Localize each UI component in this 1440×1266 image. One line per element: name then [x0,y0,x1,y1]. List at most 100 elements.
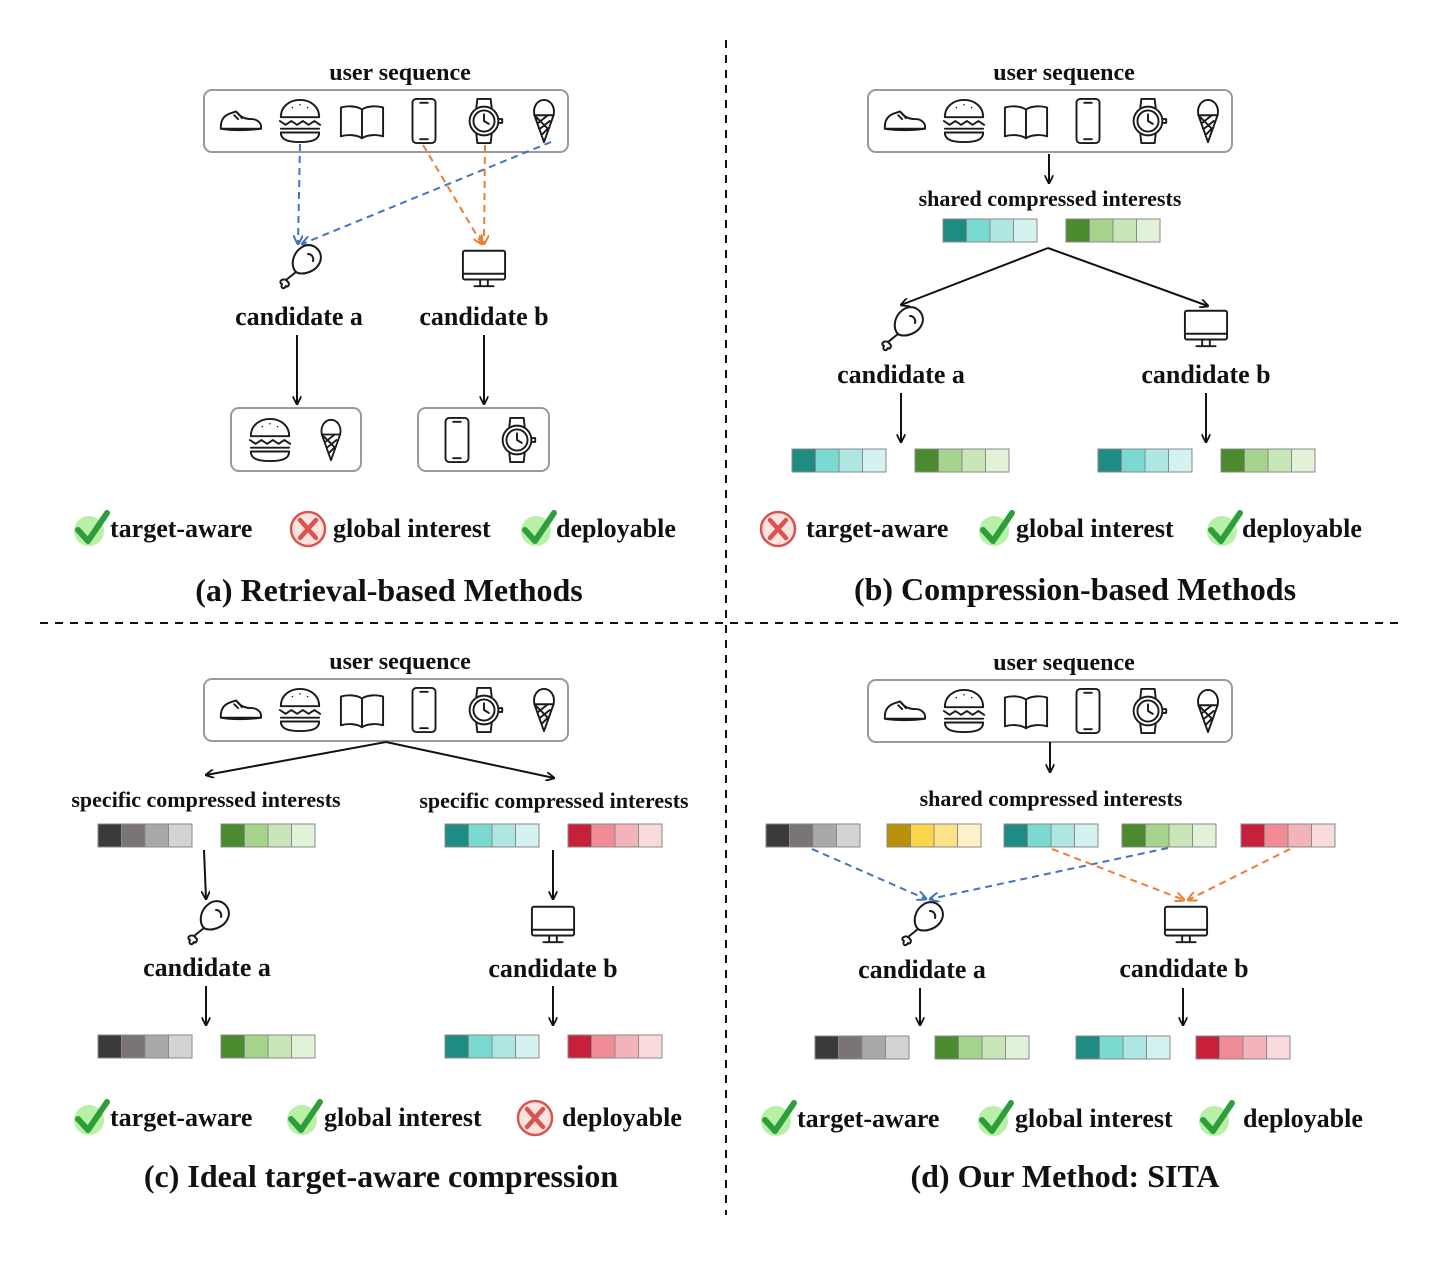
interest-vector-green [220,1034,316,1059]
interest-cell [638,823,663,848]
check-icon [1199,1100,1235,1136]
interest-cell [515,1034,540,1059]
interest-cell [838,1035,863,1060]
interest-cell [966,218,991,243]
interest-cell [934,1035,959,1060]
interest-vector-teal [444,823,540,848]
interest-vector-gray [97,823,193,848]
interest-cell [1122,1035,1147,1060]
candidate-a-label: candidate a [837,360,965,389]
interest-cell [614,1034,639,1059]
drumstick-icon [901,901,944,947]
interest-cell [567,823,592,848]
interest-cell [1287,823,1312,848]
interest-cell [1065,218,1090,243]
interest-cell [1136,218,1161,243]
check-icon [521,510,557,546]
interest-cell [1075,1035,1100,1060]
interest-cell [1145,823,1170,848]
interest-cell [291,1034,316,1059]
retrieved-items-b [417,407,550,472]
interest-vector-green [1220,448,1316,473]
blue-dashed-arrow [302,141,552,244]
candidate-a-label: candidate a [143,953,271,982]
orange-dashed-arrow [422,144,482,244]
interest-vector-gray [765,823,861,848]
interest-vector-red [567,1034,663,1059]
monitor-icon [1163,905,1209,944]
flow-arrow [901,247,1049,305]
interest-cell [791,448,816,473]
interest-cell [1195,1035,1220,1060]
interest-cell [836,823,861,848]
property-global-interest: global interest [333,514,491,543]
interest-cell [862,448,887,473]
interest-cell [638,1034,663,1059]
interest-vector-green [220,823,316,848]
shared-interests-label: shared compressed interests [919,186,1182,211]
interest-cell [812,823,837,848]
interest-cell [933,823,958,848]
interest-cell [789,823,814,848]
orange-dashed-arrow [1188,848,1291,900]
interest-cell [291,823,316,848]
interest-cell [491,823,516,848]
panel-b-title: (b) Compression-based Methods [854,571,1296,607]
interest-cell [1146,1035,1171,1060]
interest-cell [886,823,911,848]
interest-cell [1266,1035,1291,1060]
interest-cell [491,1034,516,1059]
interest-cell [765,823,790,848]
property-deployable: deployable [556,514,676,543]
property-target-aware: target-aware [806,514,948,543]
property-deployable: deployable [562,1103,682,1132]
candidate-b-label: candidate b [1141,360,1270,389]
check-icon [979,510,1015,546]
property-global-interest: global interest [1015,1104,1173,1133]
interest-cell [144,1034,169,1059]
interest-cell [1050,823,1075,848]
panel-a-title: (a) Retrieval-based Methods [195,572,582,608]
interest-vector-green [914,448,1010,473]
interest-cell [591,823,616,848]
property-global-interest: global interest [324,1103,482,1132]
drumstick-icon [279,244,322,290]
interest-vector-teal [444,1034,540,1059]
interest-vector-yellow [886,823,982,848]
interest-cell [1089,218,1114,243]
interest-cell [97,1034,122,1059]
interest-vector-teal [1003,823,1099,848]
interest-cell [815,448,840,473]
interest-cell [515,823,540,848]
user-sequence-box [203,89,569,153]
interest-cell [567,1034,592,1059]
interest-vector-red [1195,1035,1291,1060]
interest-vector-teal [942,218,1038,243]
interest-vector-red [567,823,663,848]
interest-cell [267,1034,292,1059]
drumstick-icon [187,900,230,946]
check-icon [1207,510,1243,546]
interest-cell [468,1034,493,1059]
property-global-interest: global interest [1016,514,1174,543]
interest-vector-green [934,1035,1030,1060]
flow-arrow [206,741,387,775]
interest-cell [1013,218,1038,243]
candidate-a-label: candidate a [858,955,986,984]
interest-cell [1311,823,1336,848]
interest-cell [1240,823,1265,848]
interest-vector-teal [1097,448,1193,473]
blue-dashed-arrow [298,143,300,244]
interest-cell [1003,823,1028,848]
user-sequence-label: user sequence [329,60,471,86]
interest-vector-green [1065,218,1161,243]
candidate-b-label: candidate b [419,302,548,331]
flow-arrow [385,741,554,778]
panel-d-title: (d) Our Method: SITA [910,1158,1219,1194]
